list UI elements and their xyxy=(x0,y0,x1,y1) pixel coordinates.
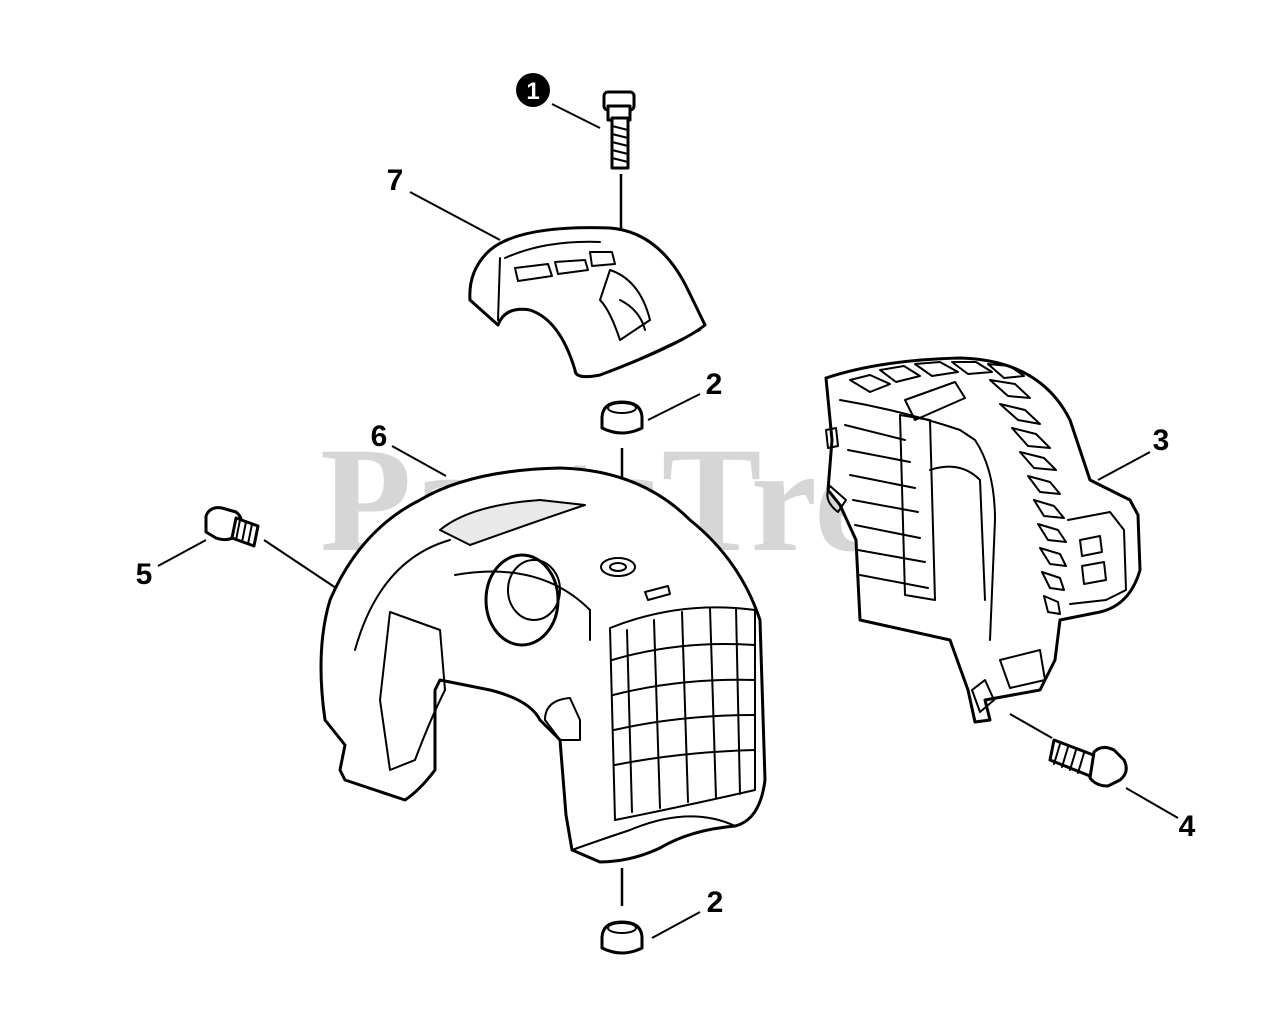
callout-4-label: 4 xyxy=(1179,810,1196,843)
callout-1: 1 xyxy=(516,73,550,107)
part-3-side-cover[interactable] xyxy=(824,356,1142,724)
part-5-bolt[interactable] xyxy=(204,506,260,548)
leader-5 xyxy=(263,539,337,589)
leader-3 xyxy=(1097,451,1151,481)
part-2-grommet-upper[interactable] xyxy=(600,400,644,435)
callout-7-label: 7 xyxy=(387,164,404,197)
leader-5b xyxy=(157,539,207,567)
callout-2-upper-label: 2 xyxy=(706,368,723,401)
callout-6-label: 6 xyxy=(371,420,388,453)
part-4-bolt[interactable] xyxy=(1048,738,1128,788)
callout-3-label: 3 xyxy=(1153,424,1170,457)
leader-4 xyxy=(1125,787,1179,819)
leader-1 xyxy=(551,103,601,129)
part-1-bolt[interactable] xyxy=(602,90,636,170)
callout-2-lower-label: 2 xyxy=(707,886,724,919)
leader-7 xyxy=(409,191,501,241)
leader-2b xyxy=(651,911,701,939)
part-2-grommet-lower[interactable] xyxy=(600,920,644,955)
leader-6 xyxy=(391,445,447,477)
leader-4a xyxy=(1009,713,1053,739)
part-6-main-cover[interactable] xyxy=(319,466,767,864)
callout-5-label: 5 xyxy=(136,558,153,591)
callout-1-circle xyxy=(516,73,550,107)
leader-2a xyxy=(647,393,701,421)
part-7-top-cover[interactable] xyxy=(468,226,707,379)
callout-1-label: 1 xyxy=(526,78,539,105)
